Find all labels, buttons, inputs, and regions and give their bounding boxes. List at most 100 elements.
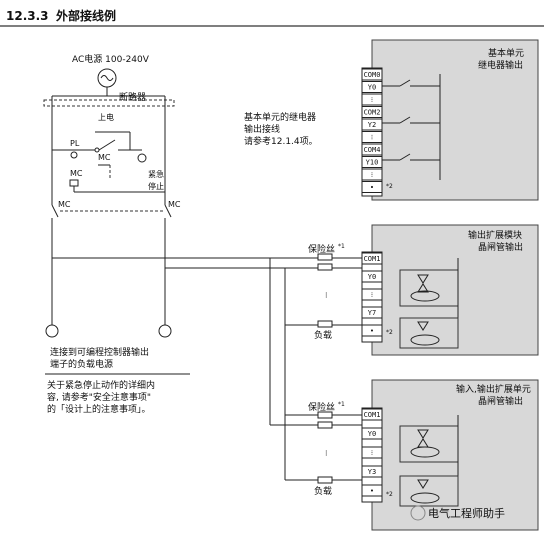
unit1-terminal-label: • (370, 184, 374, 192)
unit3-ellipsis-icon: ⁝ (325, 449, 328, 458)
ac-wave-icon (100, 75, 114, 81)
unit3-load-y3-icon (317, 476, 333, 484)
unit1-terminal-cell (361, 181, 383, 193)
mc-coil-icon (69, 179, 79, 187)
unit2-thyristor-y7-icon (399, 317, 459, 349)
power-label: AC电源 100-240V (72, 53, 150, 65)
on-switch-label: 上电 (98, 112, 114, 122)
mc-contact-left (51, 204, 59, 218)
mc-contact-label: MC (98, 153, 111, 162)
load-note-1: 连接到可编程控制器输出 (50, 346, 149, 358)
safety-note-3: 的「设计上的注意事项」。 (47, 403, 151, 415)
load-source-right-icon (158, 324, 172, 338)
unit3-terminal-label: Y3 (368, 468, 376, 476)
unit2-terminal-cell (361, 324, 383, 337)
unit3-terminal-cell (361, 427, 383, 440)
unit1-terminal-cell (361, 168, 383, 181)
unit3-terminal-label: • (370, 487, 374, 495)
wechat-icon (410, 505, 426, 521)
relay-note-2: 输出接线 (244, 123, 280, 135)
section-number: 12.3.3 (6, 9, 49, 23)
unit1-star: *2 (386, 183, 393, 190)
unit1-terminal-cell (361, 156, 383, 168)
unit2-fuse-icon (317, 253, 333, 261)
unit2-terminal-label: COM1 (364, 255, 381, 263)
unit2-title-2: 晶闸管输出 (478, 241, 523, 253)
mc-coil-label: MC (70, 169, 83, 178)
emergency-label-1: 紧急 (148, 169, 164, 179)
unit1-terminal-cell (361, 143, 383, 156)
unit2-fuse-mark: *1 (338, 243, 345, 250)
unit3-terminal-cell (361, 465, 383, 478)
unit1-terminal-cell (361, 93, 383, 106)
pilot-lamp-icon (70, 151, 78, 159)
unit1-terminal-label: ⁝ (371, 96, 373, 104)
unit3-terminal-label: Y0 (368, 430, 376, 438)
unit2-load-y0-icon (317, 263, 333, 271)
unit3-load-label: 负载 (314, 485, 332, 497)
emergency-label-2: 停止 (148, 181, 164, 191)
load-source-left-icon (45, 324, 59, 338)
mc-right-label: MC (168, 200, 181, 209)
emergency-stop-icon (137, 153, 147, 163)
safety-note-1: 关于紧急停止动作的详细内 (47, 379, 155, 391)
unit3-terminal-cell (361, 484, 383, 497)
unit2-fuse-label: 保险丝 (308, 243, 335, 255)
unit2-title-1: 输出扩展模块 (468, 229, 522, 241)
unit2-terminal-cell (361, 270, 383, 283)
watermark: 电气工程师助手 (428, 506, 505, 520)
unit2-terminal-label: ⁝ (371, 291, 373, 299)
unit3-title-2: 晶闸管输出 (478, 395, 523, 407)
unit1-terminal-label: Y2 (368, 121, 376, 129)
pl-label: PL (70, 139, 80, 148)
unit1-terminal-cell (361, 131, 383, 143)
breaker-box (43, 99, 175, 107)
unit1-title-1: 基本单元 (488, 47, 524, 59)
unit1-terminal-label: ⁝ (371, 171, 373, 179)
unit3-title-1: 输入,输出扩展单元 (456, 383, 531, 395)
unit1-terminal-label: Y10 (366, 159, 379, 167)
relay-note-3: 请参考12.1.4项。 (244, 135, 318, 147)
unit1-terminal-label: Y0 (368, 84, 376, 92)
unit2-load-label: 负载 (314, 329, 332, 341)
unit3-star: *2 (386, 491, 393, 498)
unit3-terminal-cell (361, 446, 383, 459)
load-note-2: 端子的负载电源 (50, 358, 113, 370)
unit3-terminal-label: COM1 (364, 411, 381, 419)
unit3-fuse-icon (317, 411, 333, 419)
unit2-star: *2 (386, 329, 393, 336)
unit1-terminal-label: ⁝ (371, 134, 373, 142)
unit2-load-y7-icon (317, 320, 333, 328)
unit1-terminal-label: COM0 (364, 71, 381, 79)
unit2-terminal-label: Y7 (368, 309, 376, 317)
safety-note-2: 容, 请参考"安全注意事项" (47, 391, 151, 403)
unit1-terminal-cell (361, 106, 383, 118)
unit2-terminal-label: • (370, 327, 374, 335)
unit1-terminal-cell (361, 118, 383, 131)
on-switch-icon (98, 139, 116, 151)
unit2-terminal-label: Y0 (368, 273, 376, 281)
mc-left-label: MC (58, 200, 71, 209)
unit1-relay-contacts-icon (382, 74, 441, 180)
unit1-terminal-label: COM2 (364, 109, 381, 117)
unit1-terminal-cell (361, 81, 383, 93)
unit2-terminal-cell (361, 306, 383, 319)
unit2-ellipsis-icon: ⁝ (325, 291, 328, 300)
unit2-terminal-cell (361, 288, 383, 301)
unit1-terminal-label: COM4 (364, 146, 381, 154)
mc-contact-right (164, 204, 172, 218)
unit1-title-2: 继电器输出 (478, 59, 523, 71)
unit3-fuse-mark: *1 (338, 401, 345, 408)
unit3-thyristor-y3-icon (399, 475, 459, 507)
unit3-load-y0-icon (317, 421, 333, 429)
relay-note-1: 基本单元的继电器 (244, 111, 316, 123)
section-title: 外部接线例 (56, 8, 116, 23)
unit1-terminal-cell (361, 68, 383, 81)
unit3-terminal-label: ⁝ (371, 449, 373, 457)
unit3-fuse-label: 保险丝 (308, 401, 335, 413)
breaker-label: 断路器 (119, 91, 146, 103)
